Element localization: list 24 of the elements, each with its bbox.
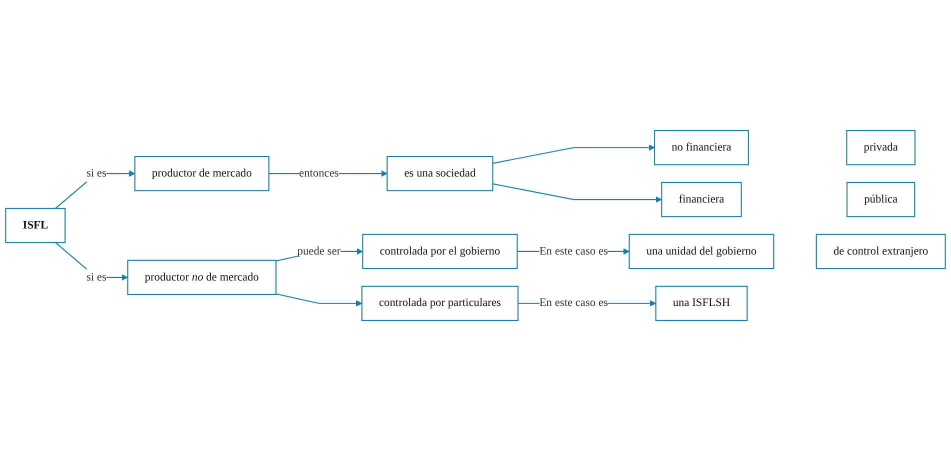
edge-label: En este caso es [539,296,608,310]
edge-label: En este caso es [539,245,608,258]
node-box: controlada por el gobierno [362,234,518,270]
node-box: privada [846,130,916,166]
node-box: una unidad del gobierno [628,234,774,270]
node-box: financiera [661,182,742,218]
node-box: productor no de mercado [127,260,276,296]
arrow [55,170,136,209]
node-box: es una sociedad [386,156,494,192]
node-box: ISFL [5,208,66,244]
node-box: controlada por particulares [361,286,519,321]
node-box: una ISFLSH [655,286,748,321]
arrow [492,183,662,203]
node-box: de control extranjero [816,234,946,270]
node-box: productor de mercado [134,156,270,192]
edge-label: entonces [299,167,339,180]
arrow [492,144,655,164]
node-box: pública [846,182,916,218]
edge-label: puede ser [297,245,341,258]
edge-label: si es [86,271,106,284]
arrow [276,293,362,306]
edge-label: si es [86,167,106,180]
arrow [55,242,128,281]
node-box: no financiera [654,130,749,166]
